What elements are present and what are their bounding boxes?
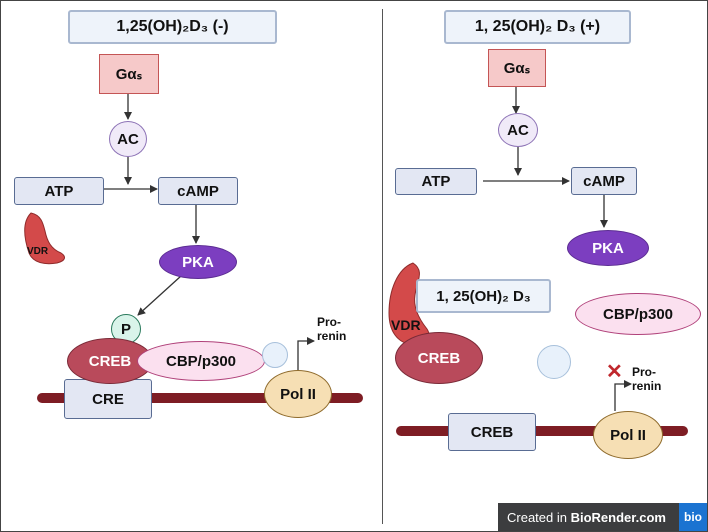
cbp-node-right: CBP/p300 [575, 293, 701, 335]
pol-ii-node-right: Pol II [593, 411, 663, 459]
vitd-box-right: 1, 25(OH)₂ D₃ [416, 279, 551, 313]
blocked-x-icon: ✕ [606, 361, 623, 383]
ac-node-right: AC [498, 113, 538, 147]
arrow-polii-to-prorenin-left [297, 337, 315, 371]
mediator-circle-left [262, 342, 288, 368]
camp-box-left: cAMP [158, 177, 238, 205]
atp-box-left: ATP [14, 177, 104, 205]
vdr-label-right: VDR [391, 317, 421, 333]
biorender-logo-icon: bio [679, 503, 707, 531]
vdr-shape-left [24, 212, 65, 265]
mediator-circle-right [537, 345, 571, 379]
prorenin-label-right: Pro- renin [632, 365, 662, 393]
camp-box-right: cAMP [571, 167, 637, 195]
biorender-watermark: Created in BioRender.com bio [498, 503, 707, 531]
cre-box: CRE [64, 379, 152, 419]
header-right: 1, 25(OH)₂ D₃ (+) [444, 10, 631, 44]
pol-ii-node-left: Pol II [264, 370, 332, 418]
watermark-prefix: Created in [507, 509, 571, 525]
arrow-polii-to-prorenin-right [614, 380, 632, 411]
atp-box-right: ATP [395, 168, 477, 195]
dna-strand-left [37, 393, 363, 403]
gas-box-right: Gαₛ [488, 49, 546, 87]
arrow-pka-to-p-left [137, 275, 182, 316]
prorenin-label-left: Pro- renin [317, 315, 347, 343]
vdr-label-left: VDR [27, 246, 49, 257]
creb-node-right: CREB [395, 332, 483, 384]
creb-site-box: CREB [448, 413, 536, 451]
watermark-text: Created in BioRender.com [498, 510, 666, 525]
pka-node-left: PKA [159, 245, 237, 279]
gas-box-left: Gαₛ [99, 54, 159, 94]
ac-node-left: AC [109, 121, 147, 157]
pka-node-right: PKA [567, 230, 649, 266]
watermark-brand: BioRender.com [570, 509, 666, 525]
cbp-node-left: CBP/p300 [137, 341, 265, 381]
panel-divider [382, 9, 383, 524]
dna-strand-right [396, 426, 688, 436]
header-left: 1,25(OH)₂D₃ (-) [68, 10, 277, 44]
